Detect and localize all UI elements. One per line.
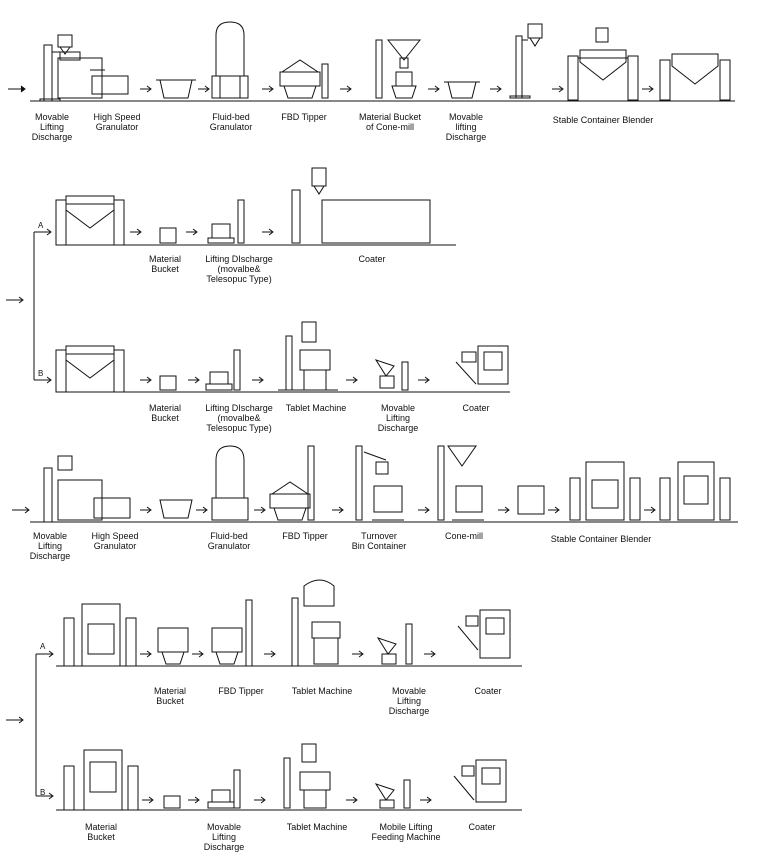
row1-fbd-tipper-icon: [279, 59, 329, 99]
row1-cone-mill-icon: [375, 39, 422, 99]
row4a-flow: [56, 579, 522, 667]
row1-label: Material Bucket of Cone-mill: [358, 112, 422, 132]
row4b-label: Material Bucket: [84, 822, 117, 842]
row2b-flow: [55, 321, 510, 393]
row2b-label: Lifting DIscharge (movalbe& Telesopuc Ty…: [205, 403, 273, 433]
row1-high-speed-granulator-icon: [57, 51, 129, 99]
row1-label: Fluid-bed Granulator: [209, 112, 253, 132]
row4a-label: Movable Lifting Discharge: [388, 686, 430, 716]
row1-flow: [8, 85, 735, 102]
row2a-label: Material Bucket: [148, 254, 181, 274]
row2b-label: Coater: [462, 403, 490, 413]
row3-label: Cone-mill: [444, 531, 483, 541]
row2b-label: Movable Lifting Discharge: [377, 403, 419, 433]
row2-branch-connector: [6, 228, 52, 384]
row1-bucket2-icon: [444, 81, 480, 99]
row2a-flow: [55, 167, 456, 246]
row4a-label: FBD Tipper: [218, 686, 264, 696]
row4a-label: Coater: [474, 686, 502, 696]
row4b-flow: [56, 743, 522, 811]
row2a-branch-letter: A: [38, 221, 44, 230]
row1-lifting-discharge-icon: [39, 34, 73, 102]
row3-label: Movable Lifting Discharge: [29, 531, 71, 561]
row1-fluid-bed-granulator-icon: [211, 21, 249, 99]
row1-blender-icon: [567, 27, 731, 101]
row3-flow: [12, 445, 738, 523]
row4b-label: Mobile Lifting Feeding Machine: [371, 822, 441, 842]
row3-label: FBD Tipper: [282, 531, 328, 541]
row4b-label: Coater: [468, 822, 496, 832]
row4-branch-connector: [6, 650, 54, 800]
row1-arrows: [140, 85, 654, 93]
row4a-label: Tablet Machine: [291, 686, 353, 696]
row4b-branch-letter: B: [40, 788, 46, 797]
row1-bucket-icon: [156, 79, 196, 99]
row1-label: High Speed Granulator: [93, 112, 141, 132]
row1-label: Movable lifting Discharge: [445, 112, 487, 142]
row3-label: Fluid-bed Granulator: [207, 531, 251, 551]
row4a-branch-letter: A: [40, 642, 46, 651]
row2a-label: Lifting DIscharge (movalbe& Telesopuc Ty…: [205, 254, 273, 284]
row3-label: High Speed Granulator: [91, 531, 139, 551]
row4b-label: Tablet Machine: [286, 822, 348, 832]
row3-label: Stable Container Blender: [550, 534, 652, 544]
row2b-branch-letter: B: [38, 369, 44, 378]
row4a-label: Material Bucket: [153, 686, 186, 706]
row4b-label: Movable Lifting Discharge: [203, 822, 245, 852]
row3-label: Turnover Bin Container: [351, 531, 407, 551]
row1-label: Movable Lifting Discharge: [31, 112, 73, 142]
row2a-label: Coater: [358, 254, 386, 264]
row2b-label: Material Bucket: [148, 403, 181, 423]
row2b-label: Tablet Machine: [285, 403, 347, 413]
row1-label: Stable Container Blender: [552, 115, 654, 125]
row1-lifting-discharge2-icon: [509, 23, 543, 99]
row1-label: FBD Tipper: [281, 112, 327, 122]
